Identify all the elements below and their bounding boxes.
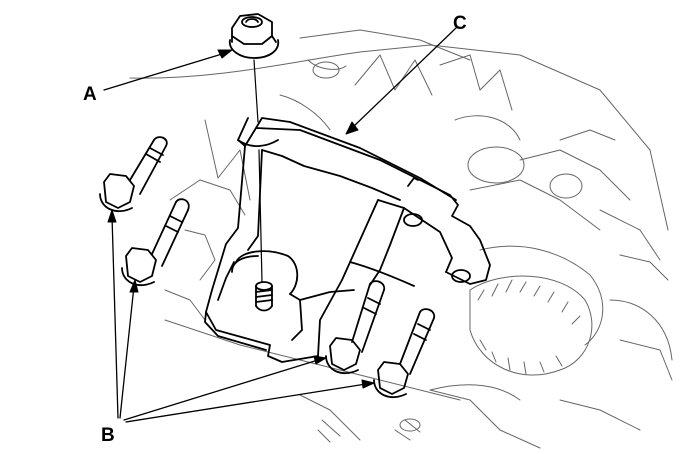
callout-label-b: B — [101, 425, 115, 446]
leader-b-3 — [123, 359, 319, 421]
callout-label-a: A — [83, 84, 97, 105]
bolt-3 — [325, 280, 386, 375]
bolt-1 — [99, 136, 168, 213]
leader-b-2 — [119, 285, 135, 419]
nut-centerline — [253, 59, 263, 283]
flange-nut — [228, 13, 280, 59]
callout-label-c: C — [453, 13, 467, 34]
leader-a — [103, 53, 223, 91]
leader-c — [351, 27, 457, 129]
leader-b-4 — [125, 383, 367, 423]
leader-b-1 — [111, 215, 119, 419]
bolt-4 — [373, 308, 436, 399]
mount-bracket — [204, 117, 491, 363]
callout-leaders — [103, 27, 457, 423]
engine-casting-background — [129, 29, 673, 449]
flange-bolts — [99, 136, 436, 399]
bolt-2 — [121, 198, 190, 287]
